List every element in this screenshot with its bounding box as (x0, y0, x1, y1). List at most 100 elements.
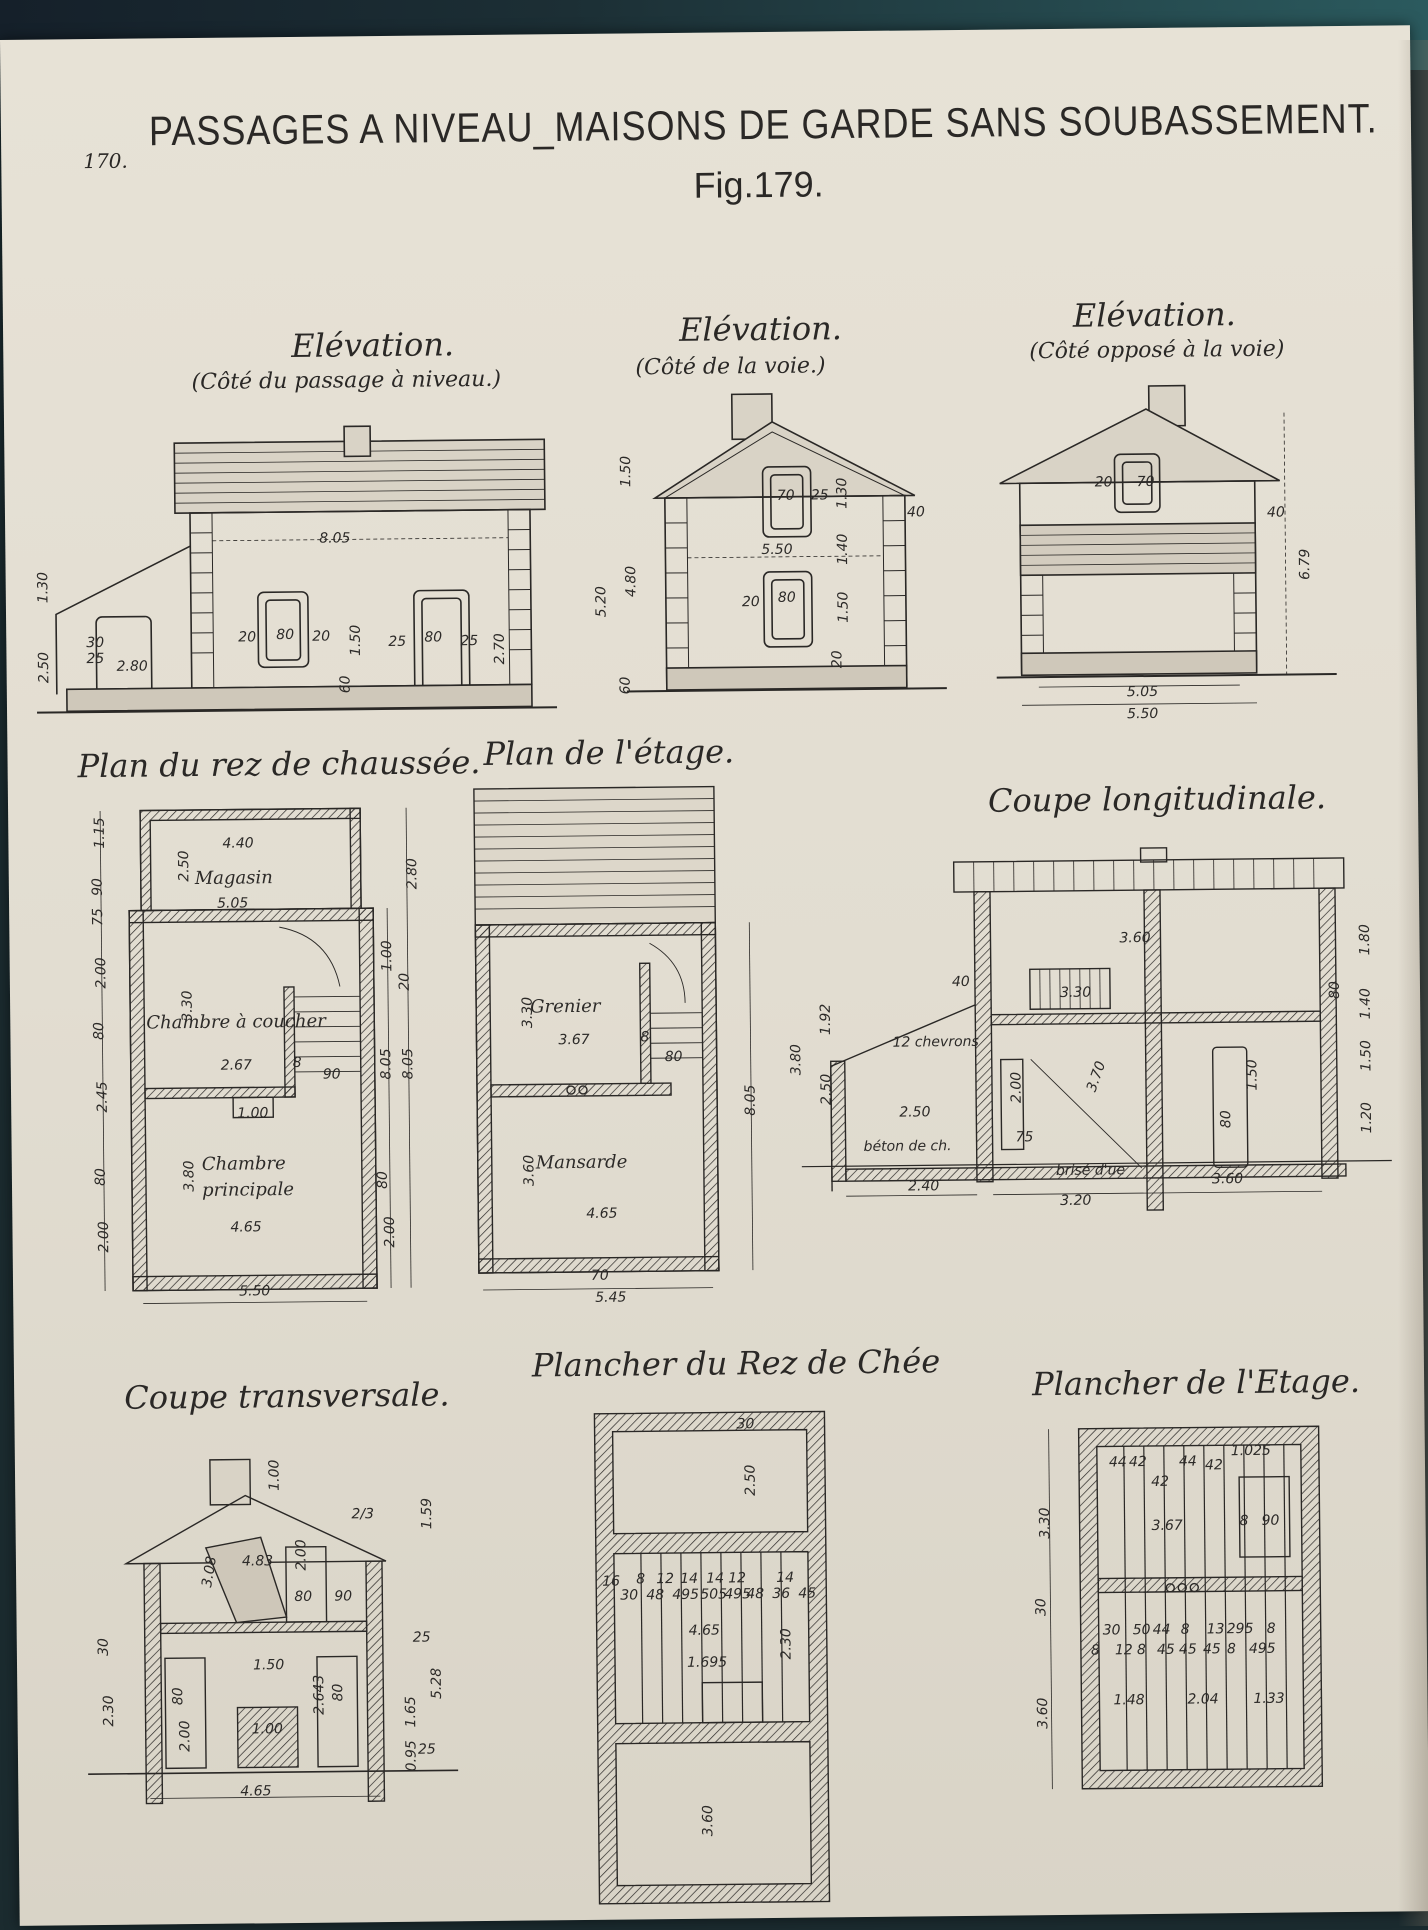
dim-label: 8 (640, 1029, 649, 1045)
dim-label: 3.60 (1212, 1171, 1243, 1187)
dim-label: 1.30 (834, 478, 850, 509)
dim-label: 16 (602, 1574, 620, 1590)
dim-label: 5.50 (239, 1283, 270, 1299)
dim-label: 45 (798, 1586, 816, 1602)
dim-label: 2.50 (743, 1465, 759, 1496)
dim-label: 3.67 (1152, 1518, 1183, 1534)
dim-label: 2.45 (94, 1081, 110, 1112)
dim-label: 80 (1327, 981, 1343, 999)
dim-label: 3.30 (1037, 1507, 1053, 1538)
dim-label: 3.80 (181, 1160, 197, 1191)
dim-label: 495 (672, 1587, 699, 1603)
dim-label: 48 (746, 1586, 764, 1602)
dim-label: 70 (591, 1268, 609, 1284)
dim-label: 30 (86, 635, 104, 651)
dim-label: 8.05 (319, 530, 350, 546)
dim-label: 8 (1267, 1621, 1276, 1637)
dim-label: 2.30 (101, 1695, 117, 1726)
section-transverse-caption: Coupe transversale. (124, 1375, 450, 1416)
dim-label: 8.05 (743, 1085, 759, 1116)
dim-label: 2.70 (492, 633, 508, 664)
floor-upper-drawing (1038, 1416, 1342, 1819)
elevation-opposite-subcaption: (Côté opposé à la voie) (1029, 337, 1284, 365)
dim-label: 44 (1109, 1454, 1127, 1470)
dim-label: 5.20 (593, 586, 609, 617)
dim-label: 4.65 (230, 1219, 261, 1235)
dim-label: 45 (1203, 1641, 1221, 1657)
dim-label: 30 (1103, 1622, 1121, 1638)
dim-label: 2.00 (382, 1216, 398, 1247)
dim-label: 48 (646, 1587, 664, 1603)
dim-label: 1.50 (348, 625, 364, 656)
dim-label: 2.643 (311, 1675, 327, 1715)
dim-label: 90 (1261, 1513, 1279, 1529)
room-label: Chambre à coucher (146, 1011, 326, 1034)
figure-label: Fig.179. (693, 163, 824, 206)
section-longitudinal-caption: Coupe longitudinale. (988, 778, 1326, 820)
dim-label: 3.60 (521, 1155, 537, 1186)
dim-label: 80 (424, 629, 442, 645)
dim-label: 2.00 (93, 957, 109, 988)
dim-label: 2.50 (36, 652, 52, 683)
dim-label: 12 (656, 1571, 674, 1587)
plan-floor-drawing (468, 782, 773, 1305)
dim-label: 25 (460, 633, 478, 649)
dim-label: 40 (1267, 505, 1285, 521)
dim-label: 8.05 (378, 1048, 394, 1079)
dim-label: 295 (1227, 1621, 1254, 1637)
dim-label: 8 (1137, 1642, 1146, 1658)
dim-label: 40 (907, 504, 925, 520)
dim-label: 5.50 (1127, 706, 1158, 722)
dim-label: 25 (418, 1742, 436, 1758)
dim-label: 8.05 (400, 1048, 416, 1079)
dim-label: 12 (728, 1570, 746, 1586)
annotation-label: 12 chevrons (892, 1034, 978, 1051)
dim-label: 70 (777, 488, 795, 504)
dim-label: 1.59 (419, 1498, 435, 1529)
dim-label: 3.60 (700, 1805, 716, 1836)
dim-label: 30 (96, 1638, 112, 1656)
dim-label: 1.92 (818, 1004, 834, 1035)
dim-label: 60 (338, 675, 354, 693)
dim-label: 1.40 (835, 534, 851, 565)
dim-label: 3.80 (788, 1044, 804, 1075)
dim-label: 75 (90, 908, 106, 926)
dim-label: 1.00 (237, 1105, 268, 1121)
dim-label: 3.30 (1060, 985, 1091, 1001)
dim-label: 20 (829, 650, 845, 668)
dim-label: 36 (772, 1586, 790, 1602)
dim-label: 4.83 (242, 1553, 273, 1569)
dim-label: 80 (91, 1022, 107, 1040)
dim-label: 505 (700, 1586, 727, 1602)
floor-ground-caption: Plancher du Rez de Chée (532, 1342, 941, 1384)
dim-label: 45 (1157, 1642, 1175, 1658)
dim-label: 3.20 (1060, 1193, 1091, 1209)
dim-label: 75 (1015, 1129, 1033, 1145)
dim-label: 8 (636, 1571, 645, 1587)
dim-label: 80 (330, 1684, 346, 1702)
dim-label: 1.20 (1359, 1102, 1375, 1133)
elevation-track-caption: Elévation. (679, 309, 842, 349)
plan-ground-caption: Plan du rez de chaussée. (77, 743, 480, 785)
dim-label: 25 (86, 651, 104, 667)
page-title: PASSAGES A NIVEAU_MAISONS DE GARDE SANS … (149, 94, 1378, 155)
page-edge-shadow (1398, 40, 1428, 1926)
room-label: Mansarde (536, 1151, 628, 1173)
dim-label: 3.30 (520, 997, 536, 1028)
dim-label: 2/3 (351, 1506, 374, 1522)
dim-label: 2.67 (221, 1057, 252, 1073)
plan-floor-caption: Plan de l'étage. (483, 732, 734, 773)
dim-label: 80 (375, 1171, 391, 1189)
dim-label: 80 (170, 1687, 186, 1705)
dim-label: 5.45 (595, 1290, 626, 1306)
dim-label: 1.30 (35, 572, 51, 603)
room-label: Grenier (530, 996, 600, 1018)
elevation-crossing-drawing (34, 424, 557, 729)
dim-label: 495 (1249, 1641, 1276, 1657)
dim-label: 2.80 (404, 858, 420, 889)
dim-label: 30 (620, 1587, 638, 1603)
dim-label: 25 (388, 634, 406, 650)
dim-label: 8 (293, 1055, 302, 1071)
dim-label: 2.00 (177, 1720, 193, 1751)
dim-label: 8 (1181, 1622, 1190, 1638)
